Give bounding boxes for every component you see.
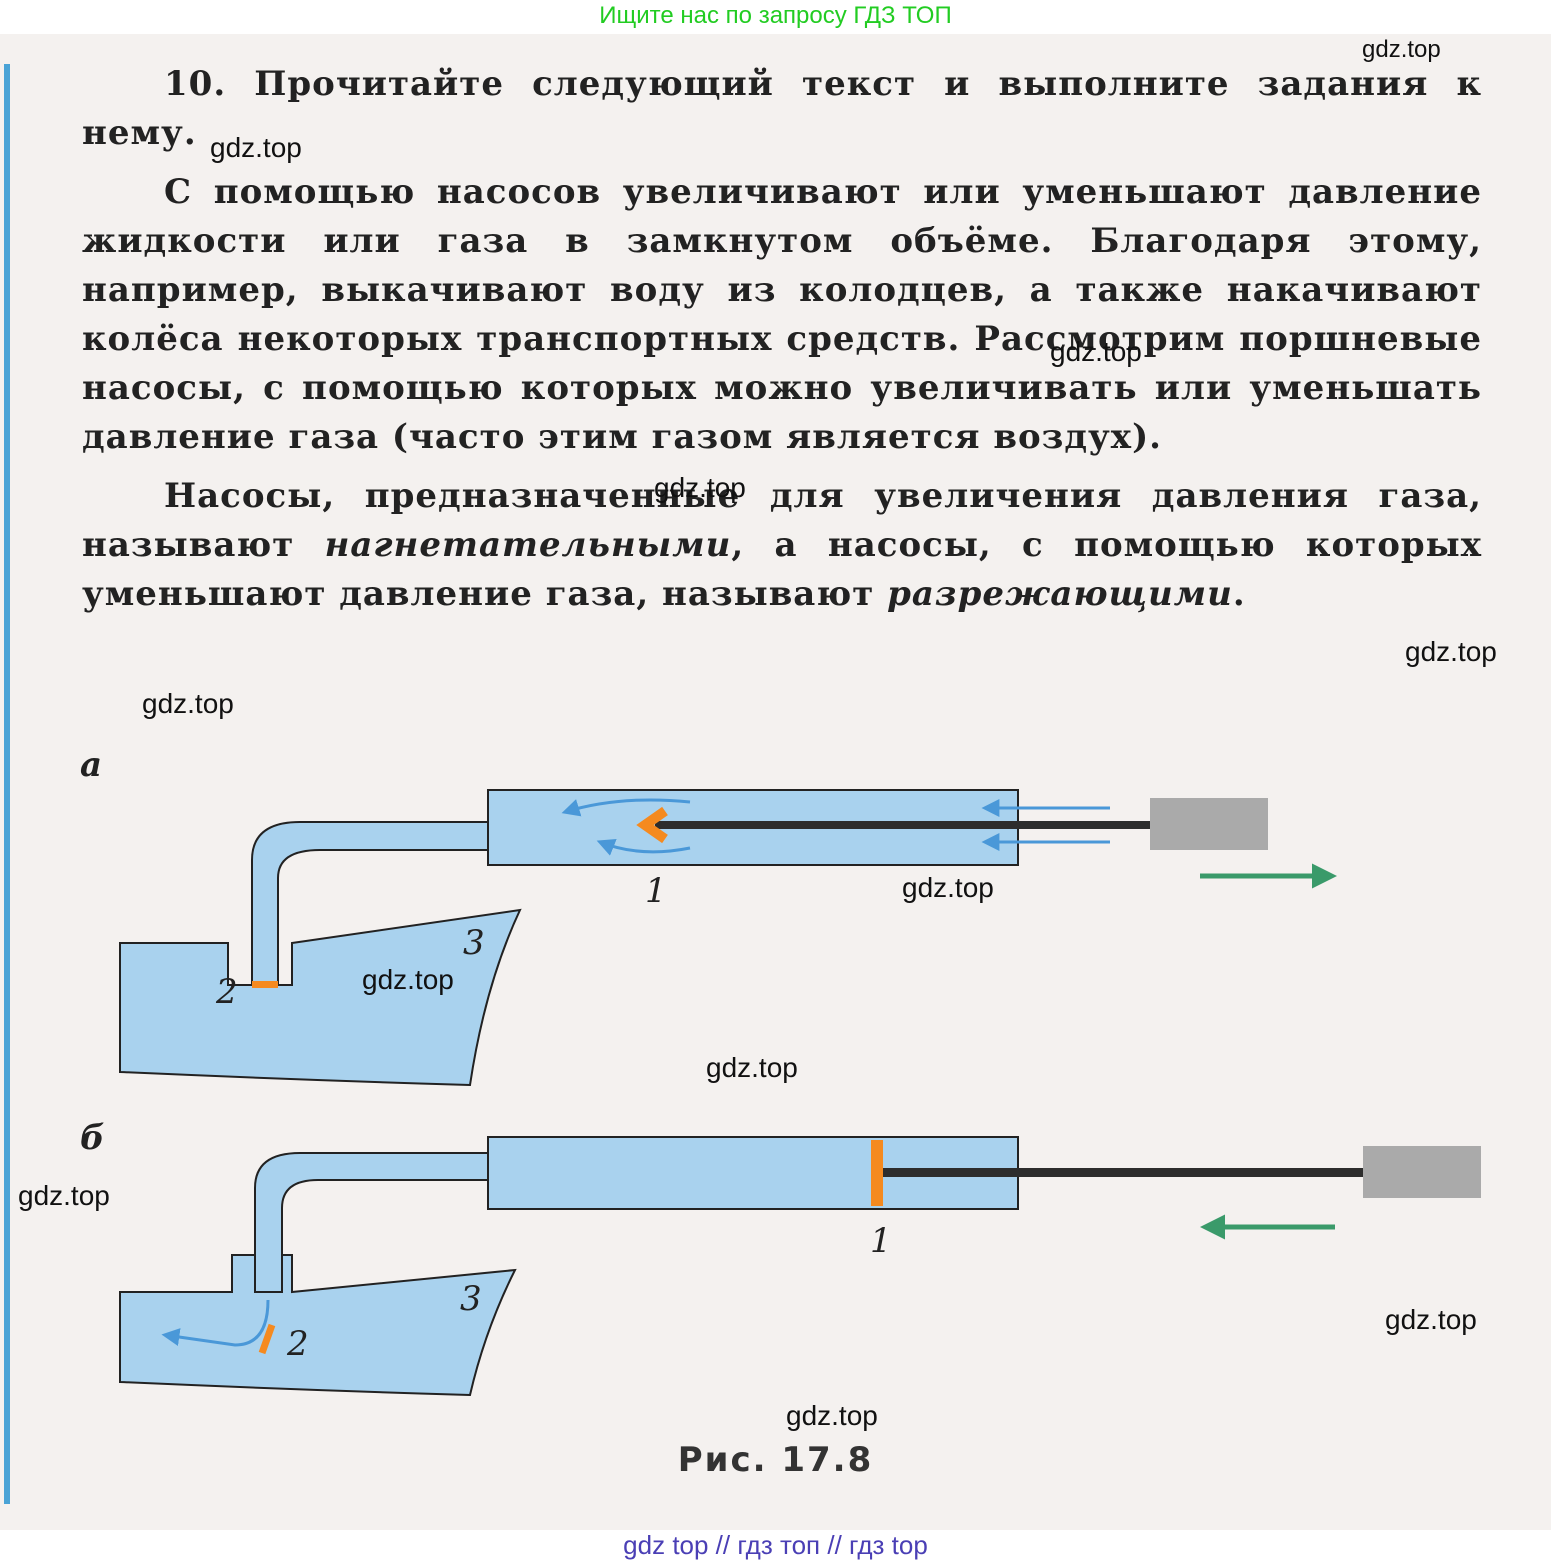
task-intro-text: Прочитайте следующий текст и выполните з… <box>82 64 1482 153</box>
pump-b-reservoir-3 <box>119 1254 517 1397</box>
paragraph-2-part-a: Насосы, предназначенные для увеличения д… <box>82 476 1482 565</box>
pump-a-rod <box>655 821 1150 829</box>
pump-a-label-1: 1 <box>645 871 667 911</box>
pump-b-label-3: 3 <box>460 1279 482 1319</box>
pump-a-label-3: 3 <box>463 923 485 963</box>
pump-a-valve-2 <box>252 981 278 988</box>
left-margin-bar <box>4 64 10 1504</box>
term-rarefying: разрежающими <box>887 574 1233 614</box>
pump-b-valve-2 <box>258 1323 276 1355</box>
watermark[interactable]: gdz.top <box>142 688 234 719</box>
paragraph-2-part-c: . <box>1232 574 1246 614</box>
figure-part-b-label: б <box>80 1118 105 1158</box>
footer-banner[interactable]: gdz top // гдз топ // гдз top <box>623 1530 928 1560</box>
pump-b: 1 2 3 <box>119 1136 1481 1397</box>
watermark[interactable]: gdz.top <box>654 472 746 503</box>
task-number: 10. <box>164 64 227 104</box>
watermark[interactable]: gdz.top <box>706 1052 798 1083</box>
watermark[interactable]: gdz.top <box>1405 636 1497 667</box>
pump-a-airflow-arrow <box>596 838 691 856</box>
watermark[interactable]: gdz.top <box>786 1400 878 1431</box>
pump-b-handle <box>1363 1146 1481 1198</box>
paragraph-2: Насосы, предназначенные для увеличения д… <box>82 472 1482 619</box>
pump-b-airflow-arrow <box>161 1299 270 1347</box>
pump-b-rod <box>878 1168 1366 1177</box>
pump-a-reservoir-3 <box>119 908 522 1087</box>
watermark[interactable]: gdz.top <box>902 872 994 903</box>
pump-b-label-1: 1 <box>870 1221 892 1261</box>
pump-a-label-2: 2 <box>215 972 238 1012</box>
watermark[interactable]: gdz.top <box>210 132 302 163</box>
paragraph-2-part-b: , а насосы, с помощью которых уменьшают … <box>82 525 1483 614</box>
pump-b-label-2: 2 <box>286 1324 309 1364</box>
figure-caption: Рис. 17.8 <box>677 1440 874 1480</box>
task-intro: 10. Прочитайте следующий текст и выполни… <box>82 60 1482 158</box>
watermark[interactable]: gdz.top <box>1362 36 1441 63</box>
pump-a: 1 2 3 <box>119 789 1337 1087</box>
paragraph-1: С помощью насосов увеличивают или уменьш… <box>82 172 1482 457</box>
watermark[interactable]: gdz.top <box>18 1180 110 1211</box>
watermark[interactable]: gdz.top <box>362 964 454 995</box>
term-pressurizing: нагнетательными <box>324 525 732 565</box>
pump-a-airflow-arrow <box>561 798 691 817</box>
task-text: 10. Прочитайте следующий текст и выполни… <box>82 60 1482 619</box>
watermark[interactable]: gdz.top <box>1385 1304 1477 1335</box>
top-banner[interactable]: Ищите нас по запросу ГДЗ ТОП <box>599 2 952 29</box>
figure-part-a-label: а <box>80 745 103 785</box>
pump-b-piston <box>871 1140 883 1206</box>
watermark[interactable]: gdz.top <box>1050 336 1142 367</box>
pump-a-handle <box>1150 798 1268 850</box>
pump-a-piston-valve <box>636 806 668 844</box>
